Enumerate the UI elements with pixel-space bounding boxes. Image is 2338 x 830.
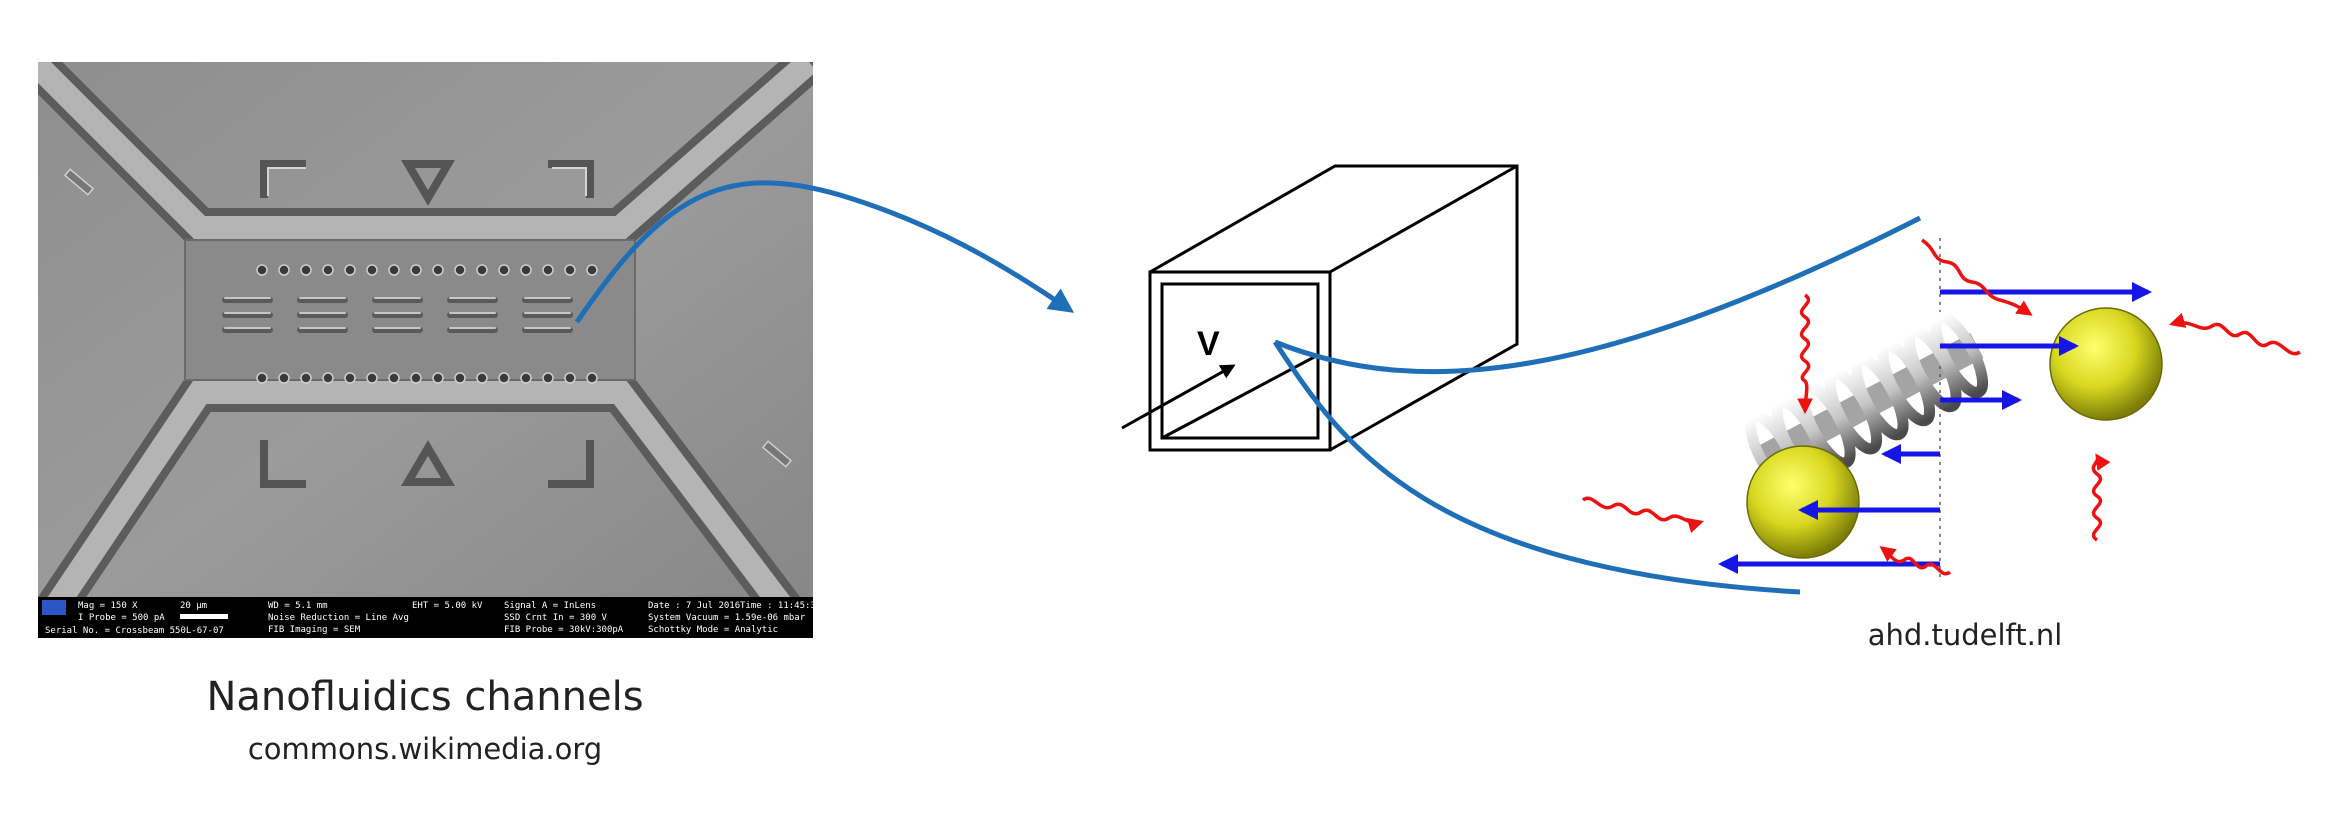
micrograph-caption: Nanofluidics channels — [206, 674, 643, 720]
brownian-force-arrows — [1581, 238, 2301, 576]
bead-right-icon — [2049, 307, 2163, 421]
sem-wd: WD = 5.1 mm — [268, 601, 328, 611]
sem-mag: Mag = 150 X — [78, 601, 138, 611]
central-chamber — [184, 239, 636, 381]
sem-databar-text: Mag = 150 X I Probe = 500 pA Serial No. … — [45, 601, 821, 636]
bead-left-icon — [1746, 445, 1860, 559]
spring-icon — [1745, 311, 1989, 497]
sem-scale: 20 µm — [180, 601, 207, 611]
micrograph-source: commons.wikimedia.org — [248, 732, 602, 766]
serpentine-channels — [222, 297, 573, 333]
velocity-label: V — [1197, 325, 1220, 363]
flow-velocity-arrows — [1718, 282, 2152, 574]
sem-vacuum: System Vacuum = 1.59e-06 mbar — [648, 613, 806, 623]
sem-probe: I Probe = 500 pA — [78, 613, 165, 623]
sem-serial: Serial No. = Crossbeam 550L-67-07 — [45, 626, 224, 636]
sem-fib-imaging: FIB Imaging = SEM — [268, 625, 361, 635]
zoom-arrow — [574, 180, 1075, 324]
channel-box — [1148, 164, 1519, 452]
zoom-cone-lines — [1272, 215, 1922, 595]
sem-date: Date : 7 Jul 2016 — [648, 601, 740, 611]
sem-fib-probe: FIB Probe = 30kV:300pA — [504, 625, 624, 635]
sem-time: Time : 11:45:30 — [740, 601, 821, 611]
channel-bead-rows — [256, 264, 598, 384]
dumbbell-source: ahd.tudelft.nl — [1868, 618, 2063, 652]
access-channels — [38, 62, 813, 638]
sem-ssd: SSD Crnt In = 300 V — [504, 613, 608, 623]
sem-eht: EHT = 5.00 kV — [412, 601, 483, 611]
dumbbell-model — [1581, 238, 2301, 580]
sem-noise: Noise Reduction = Line Avg — [268, 613, 409, 623]
sem-signal: Signal A = InLens — [504, 601, 596, 611]
sem-logo — [42, 600, 66, 615]
velocity-arrow — [1121, 364, 1236, 430]
sem-mode: Schottky Mode = Analytic — [648, 625, 778, 635]
alignment-marks — [260, 160, 594, 488]
sem-micrograph: Mag = 150 X I Probe = 500 pA Serial No. … — [38, 62, 821, 638]
sem-databar — [38, 597, 813, 638]
